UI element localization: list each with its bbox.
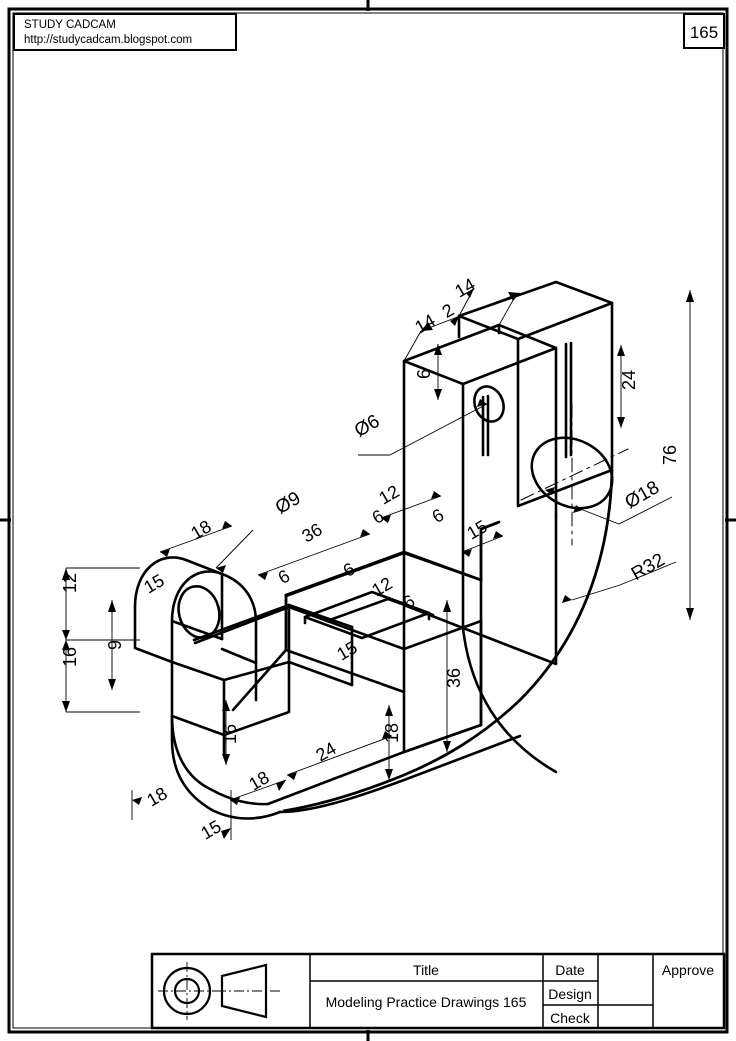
arm-right-face [479,619,483,727]
dim-24-low: 24 [312,738,339,765]
dim-76: 76 [660,445,680,465]
arm-bottom-sweep [278,723,522,814]
first-angle-projection-icon [158,962,280,1020]
design-label: Design [548,986,592,1002]
rect-pocket [303,590,435,640]
dim-18-upper-left: 18 [187,516,214,543]
drawing-name: Modeling Practice Drawings 165 [326,994,527,1010]
page-number: 165 [690,23,718,42]
dim-14-top: 14 [451,274,478,301]
dim-15-pocket: 15 [333,637,360,664]
dim-18-bot: 18 [143,783,170,810]
dim-18-right: 18 [382,723,402,743]
dim-dia9: Ø9 [272,488,304,519]
approve-label: Approve [662,962,714,978]
dim-dia6: Ø6 [351,411,383,442]
title-label: Title [413,962,439,978]
dim-36-top: 36 [298,519,325,546]
dim-6-b: 6 [429,505,448,527]
dimension-lines [65,287,691,840]
hole-dia18 [520,403,629,546]
base-top-face [284,520,501,652]
dimension-labels: 14 2 14 6 24 76 Ø6 Ø18 Ø9 12 36 6 6 15 1… [60,274,680,843]
watermark-url: http://studycadcam.blogspot.com [24,34,192,46]
r32-outer-curve [282,469,614,813]
dim-16-low: 16 [220,724,240,744]
dim-12-left: 12 [60,573,80,593]
page-number-box: 165 [683,13,725,49]
boss-ribs [170,660,291,792]
dim-15-right: 15 [463,516,490,543]
swept-arm-r32 [461,626,558,774]
dim-14-left: 14 [411,310,438,337]
title-block: Title Modeling Practice Drawings 165 Dat… [150,952,726,1030]
hole-dia6 [473,385,505,423]
inner-cavity [287,603,354,687]
dim-15-bot: 15 [197,816,224,843]
watermark-box: STUDY CADCAM http://studycadcam.blogspot… [13,13,237,51]
check-label: Check [550,1010,591,1026]
dimension-arrowheads [62,288,694,839]
base-plate [170,714,406,820]
dim-12-inner: 12 [368,573,395,600]
watermark-title: STUDY CADCAM [24,19,116,31]
date-label: Date [555,962,585,978]
dim-6-riser: 6 [414,369,434,379]
dim-12-pocket: 12 [375,481,402,508]
dim-24: 24 [619,370,639,390]
dim-16-left: 16 [60,647,80,667]
dim-36-right: 36 [444,668,464,688]
dim-18-mid: 18 [245,767,272,794]
dim-9-boss: 9 [105,640,125,650]
dim-dia18: Ø18 [621,477,663,513]
boss-cylinder [133,556,258,665]
riser-block-rear [457,280,614,508]
